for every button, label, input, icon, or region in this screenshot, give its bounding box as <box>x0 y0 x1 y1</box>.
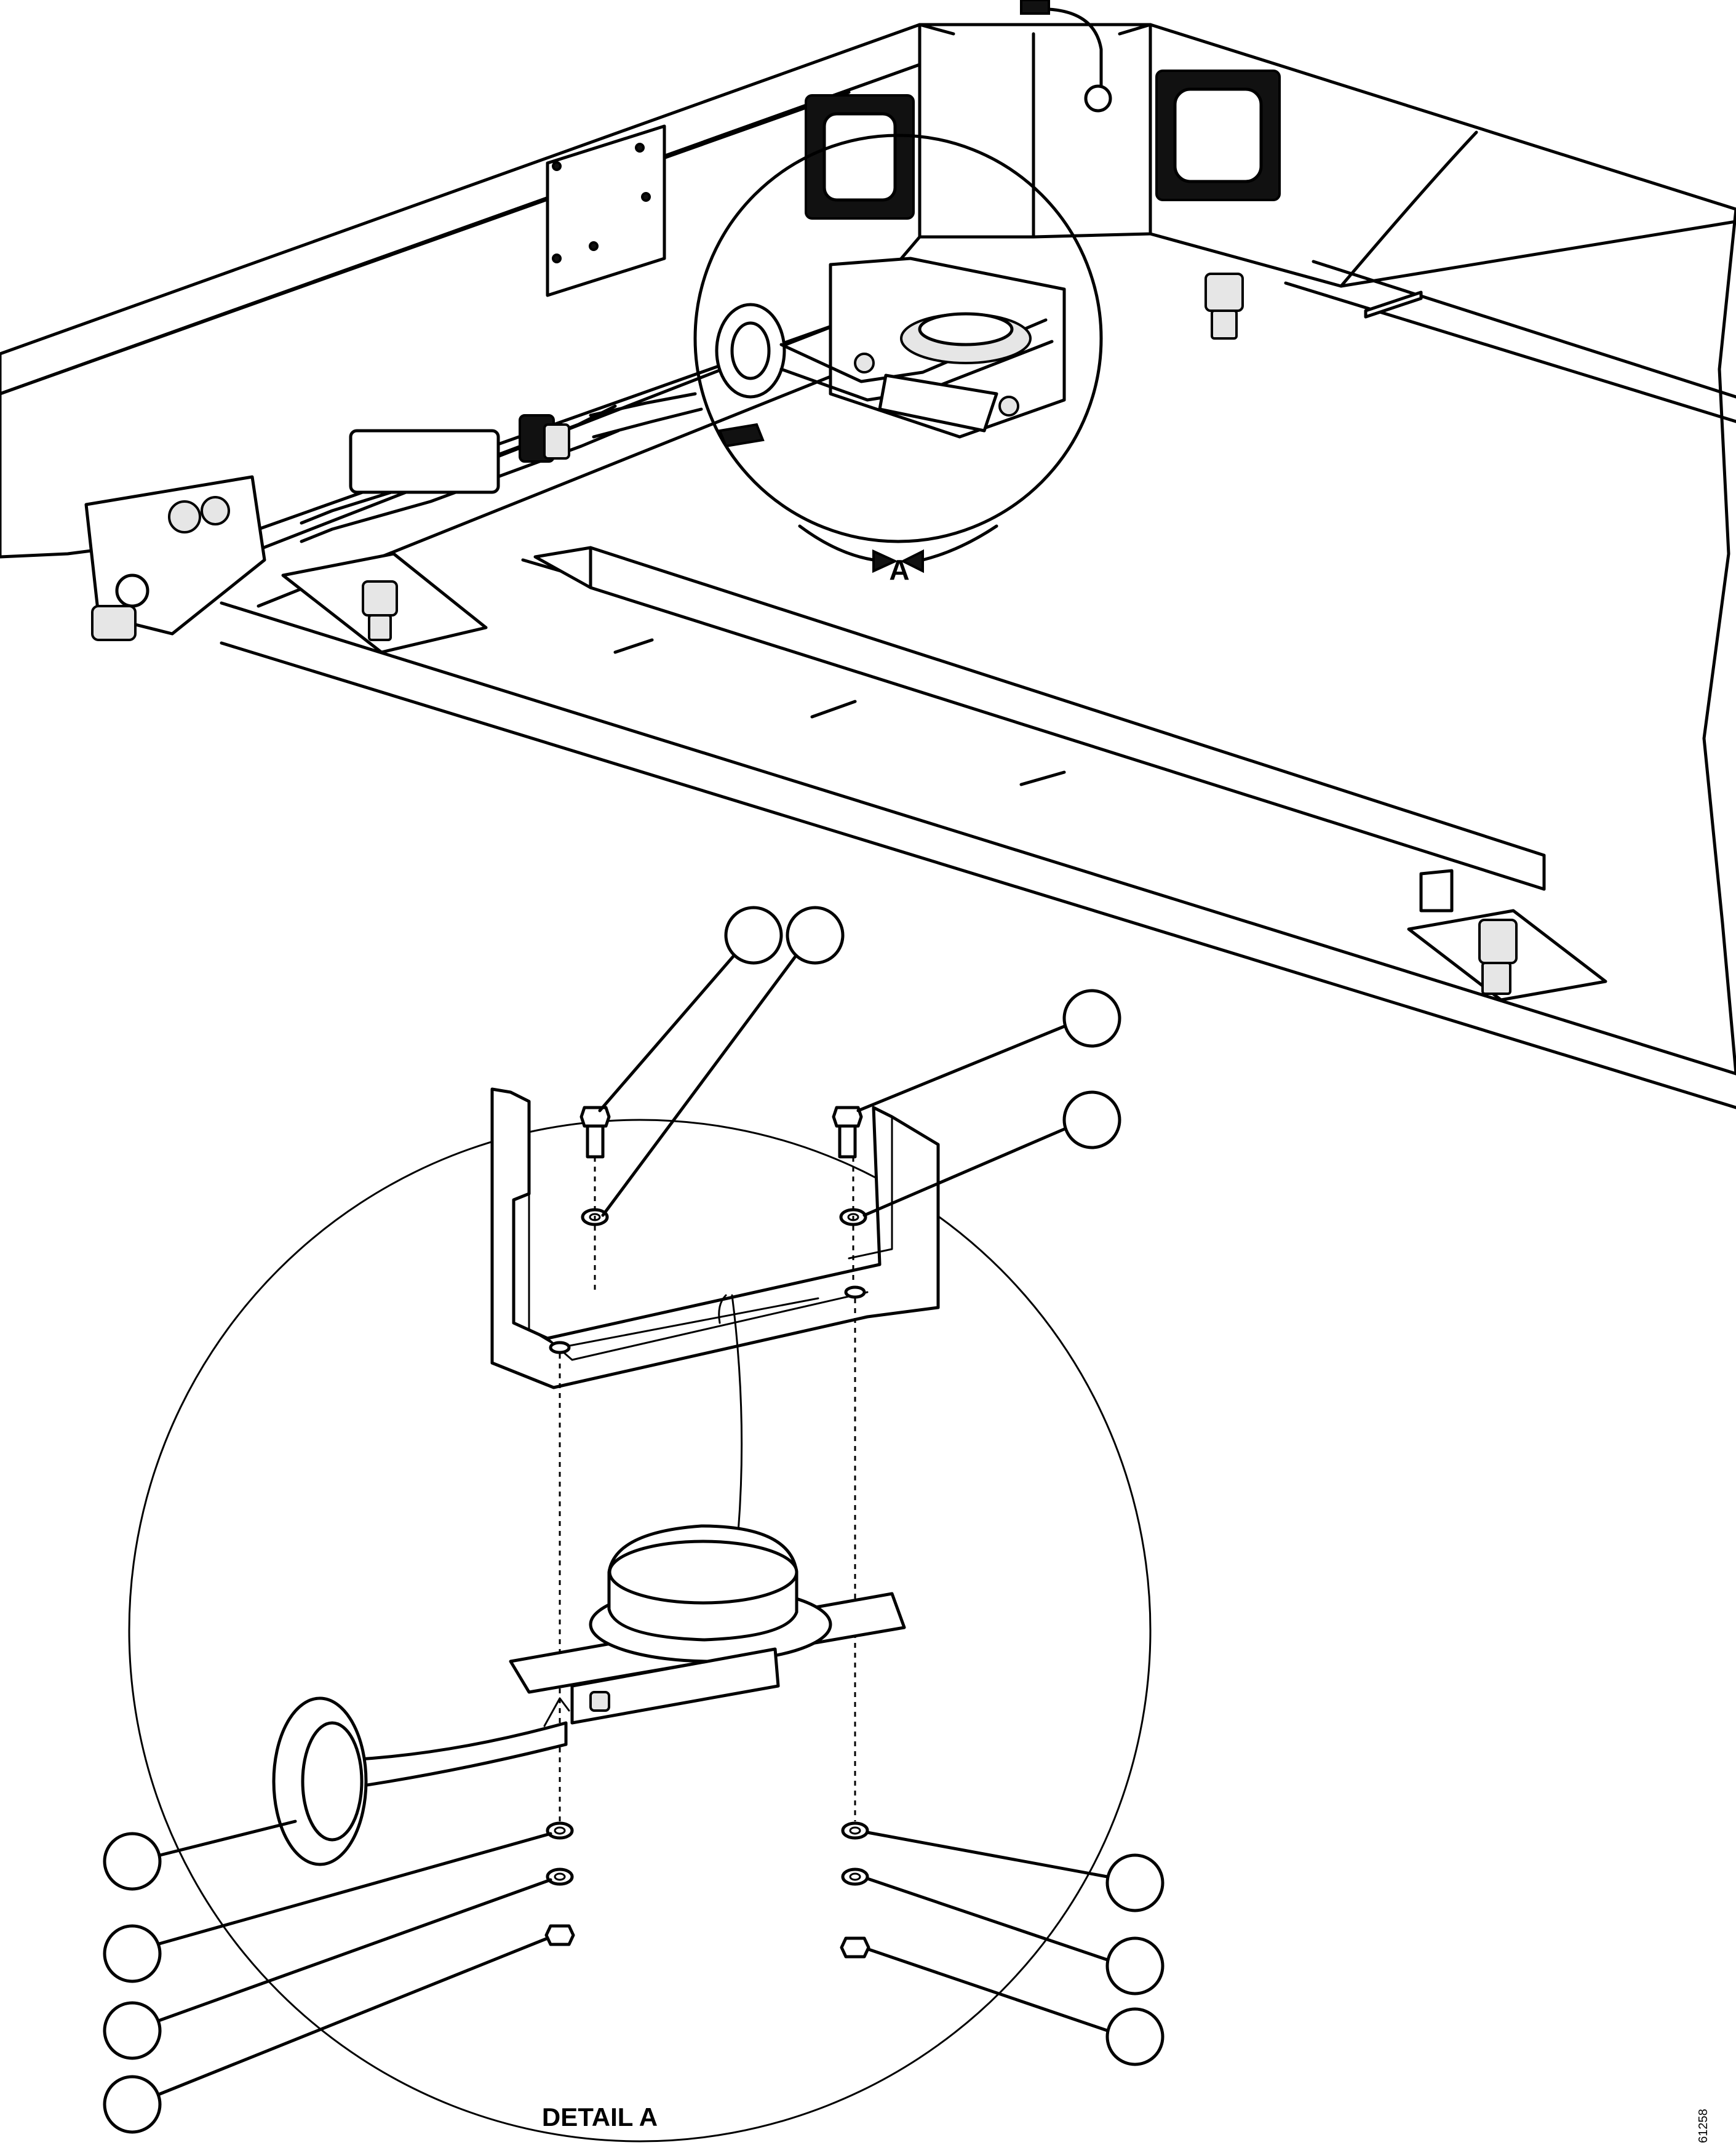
detail-a-boundary-circle <box>128 1119 1152 2143</box>
callout-horn <box>103 1819 297 1891</box>
callout-nut-right <box>867 1947 1165 2066</box>
main-assembly-view: A <box>0 0 1736 1109</box>
washer-right-lower-2 <box>841 1867 869 1886</box>
washer-right-lower-1 <box>841 1821 869 1840</box>
callout-bolt-left <box>598 906 783 1112</box>
callout-washer-left-lower-2 <box>103 1878 552 2060</box>
bolt-left <box>579 1106 611 1159</box>
view-arrow-left <box>798 524 875 562</box>
air-horn-pipe <box>300 392 703 543</box>
horn-wire <box>731 1294 743 1533</box>
isolator-mount-left <box>281 552 488 654</box>
detail-a-view: DETAIL A <box>103 906 1165 2143</box>
callout-bolt-right <box>856 989 1121 1112</box>
mounting-plate <box>546 124 666 297</box>
callout-washer-right-lower-1 <box>866 1831 1165 1912</box>
body-box <box>0 23 1736 559</box>
callout-nut-left <box>103 1936 549 2134</box>
assembly-centerlines <box>559 1157 856 1821</box>
view-marker-label: A <box>889 554 909 586</box>
callout-washer-right-upper <box>862 1090 1121 1217</box>
air-horn-assembly <box>272 1524 906 1866</box>
detail-title: DETAIL A <box>542 2103 658 2131</box>
bolt-right <box>832 1106 863 1159</box>
isolator-mount-right <box>1407 869 1607 1002</box>
cable <box>1047 7 1103 94</box>
nut-right <box>840 1936 870 1959</box>
u-bracket <box>490 1087 940 1389</box>
washer-left-lower-1 <box>546 1821 574 1840</box>
detail-a-callout-circle: A <box>693 134 1103 586</box>
view-arrow-right <box>921 524 998 562</box>
callout-washer-right-lower-2 <box>866 1877 1165 1995</box>
left-mount-bracket <box>84 475 266 641</box>
figure-number: 61258 <box>1697 2109 1710 2143</box>
washer-left-lower-2 <box>546 1867 574 1886</box>
nut-left <box>544 1924 575 1946</box>
isolator-mount-mid <box>1204 273 1423 340</box>
detail-a-circle-contents <box>715 257 1066 448</box>
callout-washer-left-lower-1 <box>103 1832 552 1983</box>
callout-washer-left-upper <box>601 906 845 1217</box>
